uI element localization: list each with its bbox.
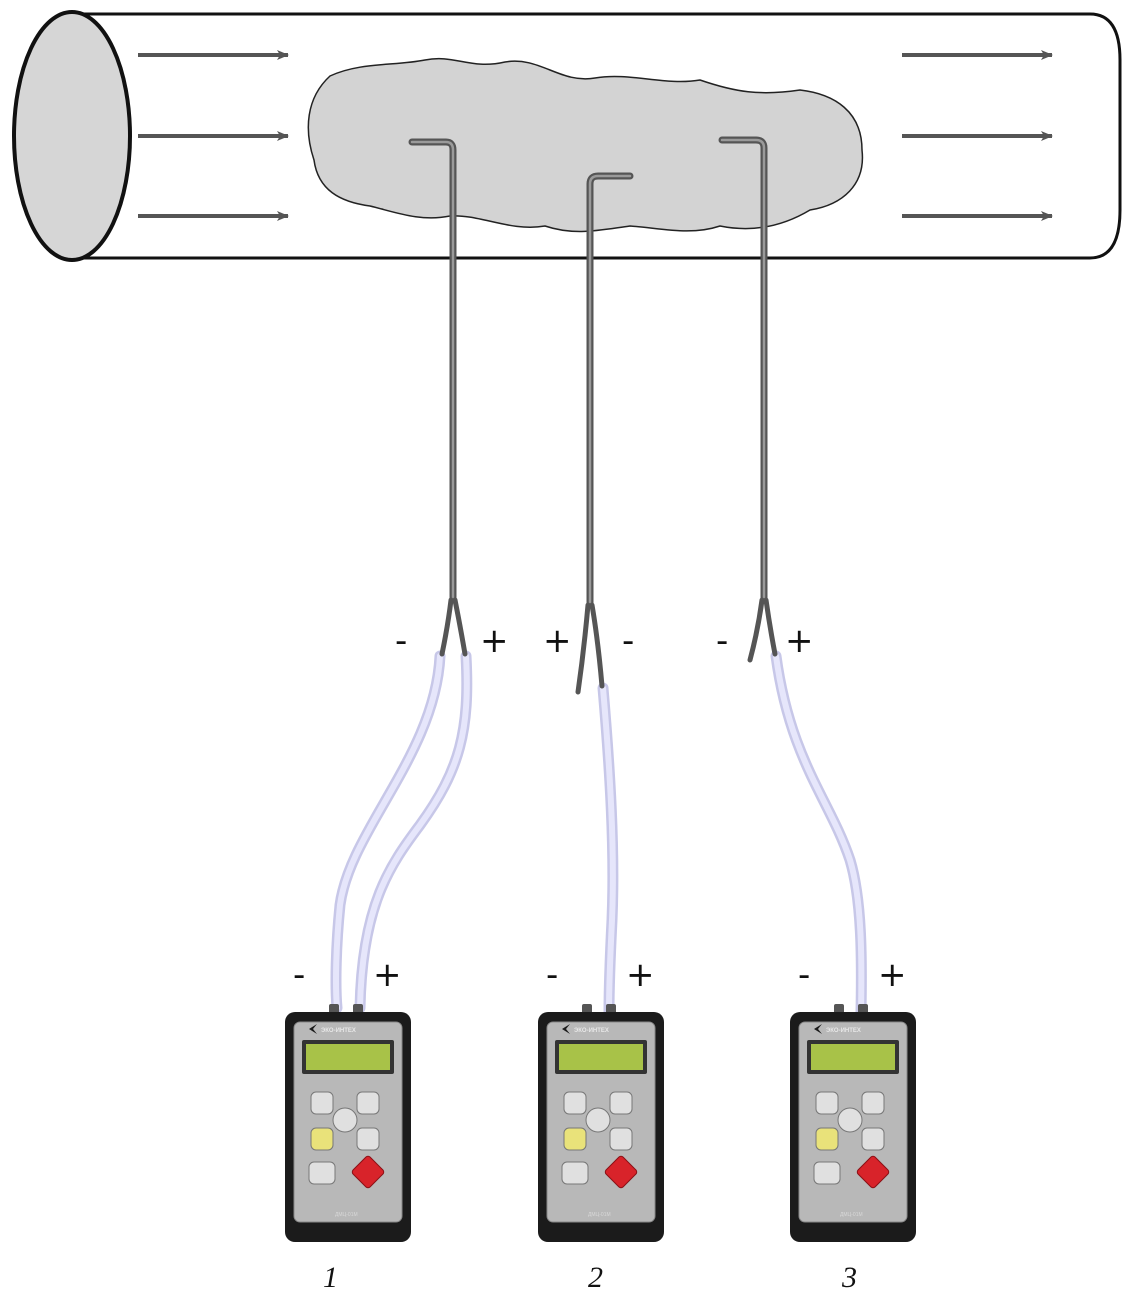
brand-text: ЭКО-ИНТЕХ — [321, 1028, 356, 1034]
down-button[interactable] — [609, 1127, 633, 1151]
probe-2-minus-label: - — [622, 621, 634, 661]
up-button[interactable] — [609, 1091, 633, 1115]
mode-button[interactable] — [561, 1161, 589, 1185]
probe-3-minus-label: - — [716, 621, 728, 661]
instrument-1-minus-label: - — [293, 955, 305, 995]
probe-2-plus-label: + — [543, 621, 572, 661]
enter-button[interactable] — [585, 1107, 611, 1133]
up-button[interactable] — [861, 1091, 885, 1115]
light-button[interactable] — [815, 1127, 839, 1151]
brand-logo — [309, 1024, 317, 1034]
flow-region-cloud — [307, 57, 864, 233]
stop-button[interactable] — [351, 1155, 385, 1189]
probe-3 — [718, 136, 778, 663]
instrument-3-minus-label: - — [798, 955, 810, 995]
instrument-2-plus-label: + — [626, 955, 655, 995]
plus-port — [858, 1004, 868, 1014]
instrument-1: - + ЭКО-ИНТЕХ ДМЦ-01М 1 — [285, 955, 411, 1290]
model-text: ДМЦ-01М — [588, 1212, 611, 1218]
probe-1 — [408, 138, 468, 657]
light-button[interactable] — [563, 1127, 587, 1151]
instrument-3: - + ЭКО-ИНТЕХ ДМЦ-01М 3 — [790, 955, 916, 1290]
probe-3-plus-label: + — [785, 621, 814, 661]
pipe-end-opening — [12, 10, 132, 262]
instrument-3-number: 3 — [841, 1261, 857, 1290]
down-button[interactable] — [861, 1127, 885, 1151]
flow-arrows-outlet — [902, 50, 1053, 221]
instrument-1-number: 1 — [323, 1261, 338, 1290]
instrument-3-plus-label: + — [878, 955, 907, 995]
minus-port — [834, 1004, 844, 1014]
hoses — [330, 650, 867, 1018]
lcd-screen — [559, 1044, 643, 1070]
stop-button[interactable] — [856, 1155, 890, 1189]
mode-button[interactable] — [813, 1161, 841, 1185]
enter-button[interactable] — [332, 1107, 358, 1133]
stop-button[interactable] — [604, 1155, 638, 1189]
brand-logo — [562, 1024, 570, 1034]
model-text: ДМЦ-01М — [840, 1212, 863, 1218]
menu-button[interactable] — [563, 1091, 587, 1115]
flow-arrows-inlet — [138, 50, 289, 221]
lcd-screen — [306, 1044, 390, 1070]
minus-port — [582, 1004, 592, 1014]
instrument-2: - + ЭКО-ИНТЕХ ДМЦ-01М 2 — [538, 955, 664, 1290]
brand-text: ЭКО-ИНТЕХ — [574, 1028, 609, 1034]
probe-2 — [575, 172, 634, 695]
instrument-2-number: 2 — [588, 1261, 603, 1290]
probe-1-minus-label: - — [395, 621, 407, 661]
instrument-2-minus-label: - — [546, 955, 558, 995]
brand-logo — [814, 1024, 822, 1034]
plus-port — [353, 1004, 363, 1014]
enter-button[interactable] — [837, 1107, 863, 1133]
mode-button[interactable] — [308, 1161, 336, 1185]
minus-port — [329, 1004, 339, 1014]
instrument-1-plus-label: + — [373, 955, 402, 995]
model-text: ДМЦ-01М — [335, 1212, 358, 1218]
up-button[interactable] — [356, 1091, 380, 1115]
menu-button[interactable] — [310, 1091, 334, 1115]
brand-text: ЭКО-ИНТЕХ — [826, 1028, 861, 1034]
down-button[interactable] — [356, 1127, 380, 1151]
plus-port — [606, 1004, 616, 1014]
light-button[interactable] — [310, 1127, 334, 1151]
probe-1-plus-label: + — [480, 621, 509, 661]
lcd-screen — [811, 1044, 895, 1070]
menu-button[interactable] — [815, 1091, 839, 1115]
